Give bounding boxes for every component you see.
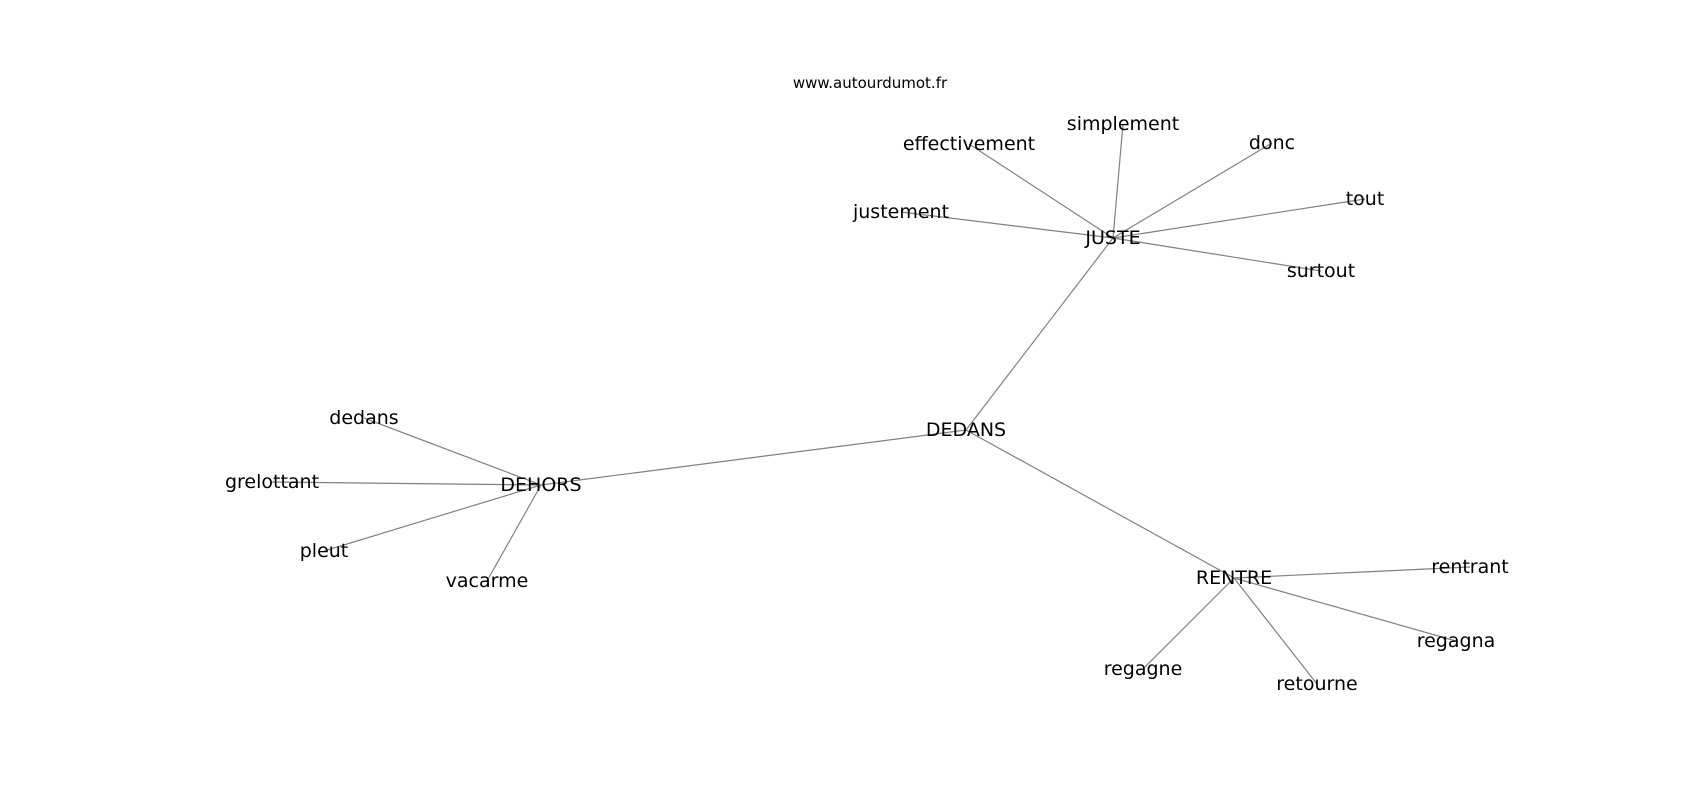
- edge-dehors-pleut: [323, 484, 542, 552]
- edge-rentre-regagna: [1233, 577, 1457, 642]
- edge-juste-effectivement: [968, 143, 1114, 239]
- node-tout: tout: [1346, 188, 1385, 210]
- node-juste: JUSTE: [1084, 227, 1140, 249]
- edge-dehors-grelottant: [271, 481, 542, 486]
- node-retourne: retourne: [1276, 673, 1357, 695]
- edge-juste-simplement: [1112, 123, 1124, 239]
- graph-edges: [271, 123, 1471, 685]
- node-vacarme: vacarme: [446, 570, 529, 592]
- edge-juste-justement: [900, 211, 1114, 239]
- node-pleut: pleut: [300, 540, 349, 562]
- edge-dehors-vacarme: [486, 484, 542, 582]
- node-regagne: regagne: [1104, 658, 1183, 680]
- node-effectivement: effectivement: [903, 133, 1035, 155]
- node-rentre: RENTRE: [1196, 567, 1272, 589]
- edge-dedans_center-dehors: [540, 429, 967, 486]
- edge-juste-surtout: [1112, 237, 1322, 272]
- graph-nodes: DEDANS JUSTE DEHORS RENTRE simplement effecti…: [225, 113, 1509, 695]
- node-dedans_leaf: dedans: [329, 407, 398, 429]
- node-grelottant: grelottant: [225, 471, 319, 493]
- edge-juste-tout: [1112, 198, 1366, 239]
- node-justement: justement: [852, 201, 949, 223]
- node-rentrant: rentrant: [1431, 556, 1509, 578]
- edge-rentre-regagne: [1142, 577, 1235, 670]
- edge-dedans_center-juste: [965, 237, 1114, 431]
- edge-juste-donc: [1112, 142, 1273, 239]
- watermark-text: www.autourdumot.fr: [793, 74, 948, 92]
- node-donc: donc: [1249, 132, 1295, 154]
- node-regagna: regagna: [1417, 630, 1496, 652]
- edge-rentre-retourne: [1233, 577, 1318, 685]
- node-surtout: surtout: [1287, 260, 1355, 282]
- edge-rentre-rentrant: [1233, 566, 1471, 579]
- node-simplement: simplement: [1067, 113, 1179, 135]
- edge-dedans_center-rentre: [965, 429, 1235, 579]
- node-dehors: DEHORS: [500, 474, 581, 496]
- node-dedans_center: DEDANS: [926, 419, 1006, 441]
- edge-dehors-dedans_leaf: [363, 417, 542, 486]
